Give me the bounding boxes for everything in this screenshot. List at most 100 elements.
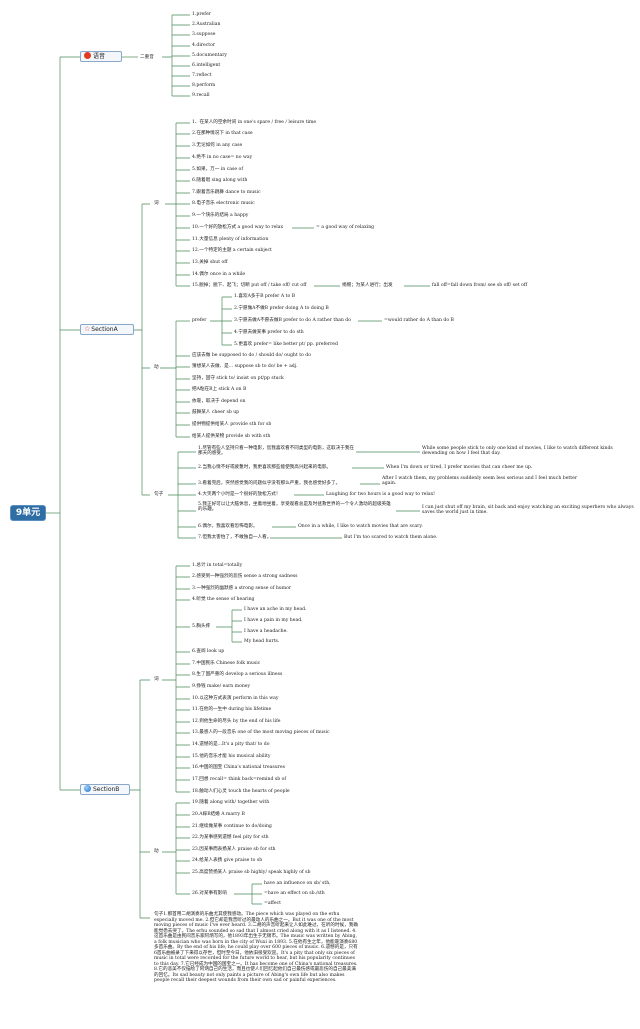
stress-word[interactable]: 9.recall <box>192 93 210 98</box>
b-verb[interactable]: 19.随着 along with/ together with <box>192 800 270 805</box>
stress-word[interactable]: 4.director <box>192 43 216 48</box>
a-sentence-en[interactable]: Once in a while, I like to watch movies … <box>298 524 423 529</box>
b-phrase[interactable]: 6.查阅 look up <box>192 649 225 654</box>
stress-word[interactable]: 6.intelligent <box>192 63 221 68</box>
a-verb-branch[interactable]: 动 <box>154 365 159 370</box>
would-rather-note[interactable]: =would rather do A than do B <box>384 318 454 323</box>
b-verb[interactable]: 26.对某事有影响 <box>192 891 227 896</box>
stress-word[interactable]: 7.reflect <box>192 73 212 78</box>
headache-item[interactable]: I have an ache in my head. <box>244 607 307 612</box>
stress-word[interactable]: 3.suppose <box>192 32 216 37</box>
b-phrase[interactable]: 1.总计 in total=totally <box>192 563 243 568</box>
headache-item[interactable]: My head hurts. <box>244 639 280 644</box>
b-verb[interactable]: 20.A嫁B结婚 A marry B <box>192 812 245 817</box>
a-phrase[interactable]: 2.在那种情况下 in that case <box>192 131 253 136</box>
a-phrase[interactable]: 7.跟着音乐跳舞 dance to music <box>192 190 261 195</box>
a-sentence-en[interactable]: But I'm too scared to watch them alone. <box>344 535 438 540</box>
b-phrase[interactable]: 5.胸头疼 <box>192 624 211 629</box>
a-phrase[interactable]: 6.随着唱 sing along with <box>192 178 248 183</box>
a-phrase[interactable]: 12.一个特定的主题 a certain subject <box>192 248 272 253</box>
stress-word[interactable]: 2.Australian <box>192 22 221 27</box>
double-stress-node[interactable]: 二重音 <box>140 55 154 60</box>
prefer-item[interactable]: 2.宁愿做A不做B prefer doing A to doing B <box>234 306 329 311</box>
a-phrase[interactable]: 8.电子音乐 electronic music <box>192 201 255 206</box>
a-verb[interactable]: 提供物提供给某人 provide sth for sb <box>192 422 272 427</box>
prefer-item[interactable]: 1.喜欢A多于B prefer A to B <box>234 294 296 299</box>
prefer-node[interactable]: prefer <box>192 318 207 323</box>
a-phrase[interactable]: 13.关掉 shut off <box>192 260 228 265</box>
section-a-node[interactable]: ☆SectionA <box>80 324 134 335</box>
b-phrase[interactable]: 8.生了国严重的 develop a serious illness <box>192 672 283 677</box>
a-verb[interactable]: 鼓舞某人 cheer sb up <box>192 410 240 415</box>
b-phrase[interactable]: 10.以这种方式表演 perform in this way <box>192 696 279 701</box>
relax-note[interactable]: = a good way of relaxing <box>316 225 375 230</box>
a-phrase[interactable]: 9.一个快乐的结局 a happy <box>192 213 249 218</box>
headache-item[interactable]: I have a headache. <box>244 629 288 634</box>
b-verb[interactable]: 23.因某事而表扬某人 praise sb for sth <box>192 847 276 852</box>
b-phrase[interactable]: 4.听觉 the sense of hearing <box>192 597 255 602</box>
b-verb[interactable]: 22.为某事感到遗憾 feel pity for sth <box>192 835 269 840</box>
a-phrase[interactable]: 10.一个好的放松方式 a good way to relax <box>192 225 284 230</box>
stress-word[interactable]: 8.perform <box>192 83 216 88</box>
a-phrase[interactable]: 1、在某人的空余时间 in one's spare / free / leisu… <box>192 120 317 125</box>
b-phrase-branch[interactable]: 词 <box>154 677 159 682</box>
b-phrase[interactable]: 9.挣钱 make/ earn money <box>192 684 251 689</box>
a-phrase[interactable]: 3.无论如何 in any case <box>192 143 243 148</box>
a-sentence-cn[interactable]: 1.尽管有些人坚持只看一种电影，您我喜欢看不同类型的电影，这取决于我在那天的感受… <box>198 446 354 457</box>
a-sentence-cn[interactable]: 2.当我心情不好或疲惫时，我更喜欢那些能使我高兴起来的电影。 <box>198 465 332 470</box>
influence-item[interactable]: =affect <box>264 901 281 906</box>
influence-item[interactable]: have an influence on sb/ sth, <box>264 881 331 886</box>
a-phrase[interactable]: 11.大量信息 plenty of information <box>192 237 269 242</box>
a-sentence-en[interactable]: I can just shut off my brain, sit back a… <box>422 505 634 516</box>
prefer-item[interactable]: 5.更喜欢 prefer= like better pt/ pp. prefer… <box>234 342 338 347</box>
give-note[interactable]: 捐赠；为某人进行；出发 <box>342 283 393 288</box>
pronunciation-node[interactable]: 语音 <box>80 51 122 62</box>
a-phrase[interactable]: 5.如果，万一 in case of <box>192 167 244 172</box>
b-phrase[interactable]: 15.他的音乐才能 his musical ability <box>192 754 271 759</box>
b-verb[interactable]: 21.继续做某事 continue to do/doing <box>192 824 272 829</box>
b-phrase[interactable]: 7.中国民乐 Chinese folk music <box>192 661 261 666</box>
a-verb[interactable]: 把A粘在B上 stick A on B <box>192 387 247 392</box>
b-verb[interactable]: 24.给某人表扬 give praise to sb <box>192 858 263 863</box>
a-sentence-cn[interactable]: 4.大笑两个小时是一个很好的放松方式！ <box>198 492 281 497</box>
b-phrase[interactable]: 18.触动人们心灵 touch the hearts of people <box>192 789 290 794</box>
a-sentence-cn[interactable]: 5.我正好可以让大脑休息，坐着地坐着，享受观看总是及时拯救世界的一个令人激动的超… <box>198 502 391 513</box>
a-verb[interactable]: 猜想某人去做、是... suppose sb to do/ be + adj. <box>192 364 298 369</box>
a-sentence-branch[interactable]: 句子 <box>154 492 164 497</box>
a-phrase[interactable]: 4.绝不 in no case= no way <box>192 155 253 160</box>
a-phrase-branch[interactable]: 词 <box>154 201 159 206</box>
root-node[interactable]: 9单元 <box>10 505 46 521</box>
b-phrase[interactable]: 16.中国的国宝 China's national treasures <box>192 765 285 770</box>
a-sentence-en[interactable]: When I'm down or tired, I prefer movies … <box>386 465 533 470</box>
b-phrase[interactable]: 17.回想 recall= think back=remind sb of <box>192 777 287 782</box>
a-sentence-en[interactable]: While some people stick to only one kind… <box>422 446 613 457</box>
b-phrase[interactable]: 3.一种强烈的幽默感 a strong sense of humor <box>192 586 292 591</box>
b-phrase[interactable]: 11.在他的一生中 during his lifetime <box>192 707 272 712</box>
section-b-node[interactable]: SectionB <box>80 784 130 795</box>
b-phrase[interactable]: 2.感受到一种强烈的悲伤 sense a strong sadness <box>192 574 298 579</box>
a-sentence-cn[interactable]: 6.偶尔，我喜欢看恐怖电影。 <box>198 524 258 529</box>
a-verb[interactable]: 给某人提供某物 provide sb with sth <box>192 434 271 439</box>
b-sentence-paragraph[interactable]: 句子1.那首用二胡演奏的乐曲尤其使我感动。The piece which was… <box>154 912 358 983</box>
a-sentence-en[interactable]: After I watch them, my problems suddenly… <box>382 476 578 487</box>
a-phrase[interactable]: 15.脱掉；脱下、起飞；切断 put off / take off/ cut o… <box>192 283 307 288</box>
a-sentence-en[interactable]: Laughing for two hours is a good way to … <box>326 492 436 497</box>
stress-word[interactable]: 5.documentary <box>192 53 228 58</box>
prefer-item[interactable]: 4.宁愿去做某事 prefer to do sth <box>234 330 304 335</box>
a-verb[interactable]: 应该去做 be supposed to do / should do/ ough… <box>192 353 311 358</box>
b-verb[interactable]: 25.高度赞扬某人 praise sb highly/ speak highly… <box>192 870 311 875</box>
a-verb[interactable]: 坚持，固守 stick to/ insist on pt/pp stuck <box>192 376 284 381</box>
b-phrase[interactable]: 12.到他生命的尽头 by the end of his life <box>192 719 281 724</box>
influence-item[interactable]: =have an effect on sb./sth <box>264 891 325 896</box>
a-sentence-cn[interactable]: 3.看着完后，突然感觉我的问题似乎没有那么严重，我也感觉好多了。 <box>198 481 341 486</box>
stress-word[interactable]: 1.prefer <box>192 12 211 17</box>
b-verb-branch[interactable]: 动 <box>154 849 159 854</box>
b-phrase[interactable]: 14.遗憾的是...It's a pity that/ to do <box>192 742 270 747</box>
b-phrase[interactable]: 13.最感人的一段音乐 one of the most moving piece… <box>192 730 330 735</box>
a-verb[interactable]: 依靠，取决于 depend on <box>192 399 246 404</box>
a-sentence-cn[interactable]: 7.但我太害怕了，不敢独自一人看。 <box>198 535 272 540</box>
headache-item[interactable]: I have a pain in my head. <box>244 618 303 623</box>
a-phrase[interactable]: 14.偶尔 once in a while <box>192 272 246 277</box>
prefer-item[interactable]: 3.宁愿去做A不愿去做B prefer to do A rather than … <box>234 318 352 323</box>
fall-note[interactable]: fall off=fall down from/ see sb off/ set… <box>432 283 528 288</box>
